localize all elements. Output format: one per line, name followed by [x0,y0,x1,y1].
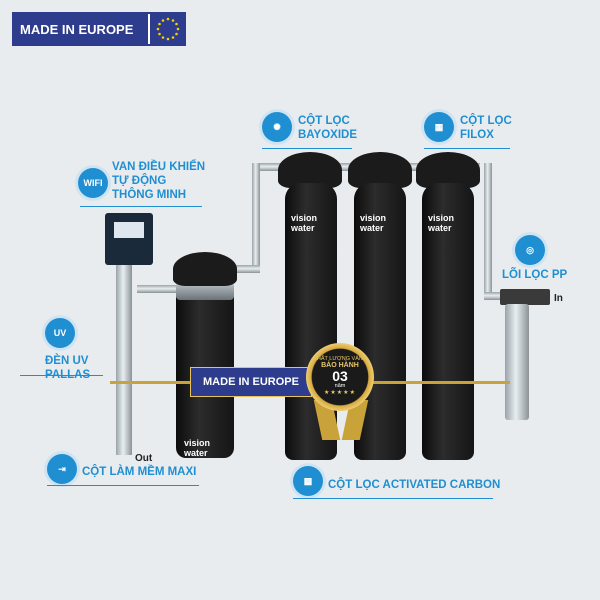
bayoxide-valve-head-2 [348,152,412,188]
warranty-medal: CHẤT LƯỢNG VÀNG BẢO HÀNH 03 năm ★★★★★ [306,343,374,411]
uv-label: ĐÈN UV PALLAS [45,354,90,382]
bayoxide-label-line1: CỘT LỌC [298,115,350,127]
tank-3: vision water [422,183,474,460]
softener-brand: vision water [184,438,211,458]
valve-pipe [225,265,260,273]
made-in-europe-badge: MADE IN EUROPE [12,12,186,46]
tank-3-brand: vision water [428,213,455,233]
carbon-underline [293,498,493,499]
softener-valve-head [173,252,237,286]
right-vertical-pipe [484,163,492,298]
softener-label: CỘT LÀM MỀM MAXI [82,466,197,478]
tank-2-brand: vision water [360,213,387,233]
filox-valve-head [416,152,480,188]
bayoxide-icon: ✺ [262,112,292,142]
filox-underline [424,148,510,149]
tank-1-brand: vision water [291,213,318,233]
wifi-icon-text: WIFI [83,178,103,188]
medal-line1: CHẤT LƯỢNG VÀNG [312,356,368,362]
carbon-label: CỘT LỌC ACTIVATED CARBON [328,479,501,491]
left-vertical-pipe [252,163,260,273]
uv-label-line1: ĐÈN UV [45,355,89,367]
valve-label-line1: VAN ĐIỀU KHIỂN [112,161,206,173]
uv-icon: UV [45,318,75,348]
made-in-europe-ribbon: MADE IN EUROPE [190,367,312,397]
uv-icon-text: UV [53,328,67,338]
bayoxide-valve-head-1 [278,152,342,188]
wifi-icon: WIFI [78,168,108,198]
filox-icon: ▦ [424,112,454,142]
pp-filter-head [500,289,550,305]
control-panel [105,213,153,265]
pp-filter-housing [505,304,529,420]
softener-icon: ⇥ [47,454,77,484]
uv-underline [20,375,103,376]
softener-underline [47,485,199,486]
medal-years: 03 [332,368,348,384]
in-label: In [554,293,563,304]
valve-label-line2: TỰ ĐỘNG [112,175,167,187]
carbon-icon: ▩ [293,466,323,496]
filox-label-line2: FILOX [460,129,494,141]
valve-label: VAN ĐIỀU KHIỂN TỰ ĐỘNG THÔNG MINH [112,160,205,202]
medal-unit: năm [334,383,346,389]
valve-label-line3: THÔNG MINH [112,189,187,201]
softener-bypass [176,282,234,300]
valve-underline [80,206,202,207]
filox-label-line1: CỘT LỌC [460,115,512,127]
medal-stars: ★★★★★ [324,390,356,396]
filox-label: CỘT LỌC FILOX [460,114,512,142]
bayoxide-label: CỘT LỌC BAYOXIDE [298,114,357,142]
badge-label: MADE IN EUROPE [20,21,134,37]
bayoxide-underline [262,148,352,149]
medal-line2: BẢO HÀNH [321,362,359,369]
out-label: Out [135,453,153,464]
pp-label: LÕI LỌC PP [502,269,568,281]
uv-pipe [137,285,182,293]
pp-icon: ◎ [515,235,545,265]
uv-lamp [116,265,132,455]
bayoxide-label-line2: BAYOXIDE [298,129,358,141]
eu-flag-icon [148,14,186,44]
